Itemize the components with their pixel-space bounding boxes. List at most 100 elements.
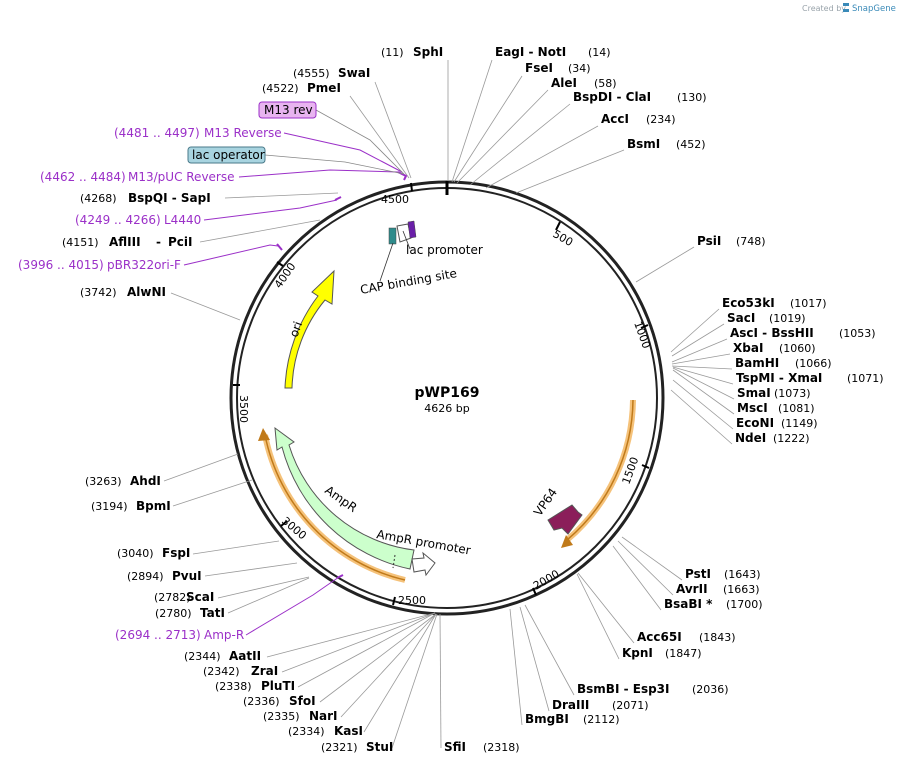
site-name[interactable]: EagI - NotI: [495, 45, 566, 59]
site-name[interactable]: MscI: [737, 401, 768, 415]
site-pos: (1073): [774, 387, 811, 400]
site-pos: (2335): [263, 710, 300, 723]
site-pos: (2344): [184, 650, 221, 663]
site-name[interactable]: DraIII: [552, 698, 589, 712]
site-name[interactable]: BsmI: [627, 137, 660, 151]
site-leader-line: [340, 613, 437, 718]
site-name[interactable]: SfiI: [444, 740, 466, 754]
ampr-feature[interactable]: [274, 426, 415, 570]
site-leader-line: [391, 613, 438, 749]
site-name[interactable]: AhdI: [130, 474, 161, 488]
site-name[interactable]: AlwNI: [127, 285, 166, 299]
site-name[interactable]: PluTI: [261, 679, 295, 693]
site-name-sphi[interactable]: SphI: [413, 45, 443, 59]
site-leader-line: [469, 103, 571, 186]
site-name[interactable]: SacI: [727, 311, 755, 325]
site-name[interactable]: AleI: [551, 76, 577, 90]
primer-name[interactable]: pBR322ori-F: [107, 258, 181, 272]
lac-operator-box[interactable]: lac operator: [187, 146, 266, 164]
site-name[interactable]: FseI: [525, 61, 553, 75]
site-name[interactable]: NarI: [309, 709, 338, 723]
site-pos: (2336): [243, 695, 280, 708]
site-name[interactable]: KpnI: [622, 646, 653, 660]
plasmid-length: 4626 bp: [424, 402, 469, 415]
site-name[interactable]: BspQI - SapI: [128, 191, 211, 205]
ori-feature[interactable]: [284, 269, 335, 389]
site-name-pcii[interactable]: PciI: [168, 235, 193, 249]
vp64-label: VP64: [531, 486, 560, 519]
site-name[interactable]: BsmBI - Esp3I: [577, 682, 669, 696]
site-pos: (1060): [779, 342, 816, 355]
site-leader-line: [485, 125, 599, 189]
primer-leader-line: [183, 244, 279, 266]
site-leader-line: [671, 338, 728, 363]
site-leader-line: [671, 323, 725, 357]
site-leader-line: [519, 606, 550, 712]
site-name[interactable]: ZraI: [251, 664, 278, 678]
site-name[interactable]: BamHI: [735, 356, 779, 370]
site-leader-line: [672, 366, 734, 385]
site-name[interactable]: PvuI: [172, 569, 202, 583]
site-name[interactable]: PstI: [685, 567, 711, 581]
site-name[interactable]: FspI: [162, 546, 190, 560]
m13-rev-box[interactable]: M13 rev: [258, 101, 317, 119]
site-name[interactable]: TatI: [200, 606, 225, 620]
cap-binding-site-feature[interactable]: [388, 227, 397, 245]
site-leader-line: [297, 612, 436, 688]
site-name[interactable]: KasI: [334, 724, 363, 738]
credit-brand: SnapGene: [852, 4, 896, 14]
site-name[interactable]: AscI - BssHII: [730, 326, 814, 340]
site-name[interactable]: StuI: [366, 740, 393, 754]
primer-name[interactable]: M13 Reverse: [204, 126, 282, 140]
site-pos: (1019): [769, 312, 806, 325]
site-pos: (2318): [483, 741, 520, 754]
ampr-promoter-feature[interactable]: [411, 551, 436, 577]
site-pos: (2036): [692, 683, 729, 696]
primer-leader-line: [283, 132, 403, 173]
site-pos: (1663): [723, 583, 760, 596]
site-name[interactable]: EcoNI: [736, 416, 774, 430]
lac-operator-box-label: lac operator: [192, 148, 265, 162]
site-name[interactable]: PmeI: [307, 81, 341, 95]
site-leader-line: [635, 246, 695, 283]
site-leader-line: [319, 613, 437, 703]
site-leader-line: [170, 292, 241, 321]
site-name[interactable]: BpmI: [136, 499, 171, 513]
primer-name[interactable]: M13/pUC Reverse: [128, 170, 235, 184]
cap-binding-site-label: CAP binding site: [359, 266, 458, 297]
lac-operator-feature[interactable]: [407, 220, 417, 239]
site-name[interactable]: PsiI: [697, 234, 721, 248]
site-leader-line: [172, 479, 253, 507]
site-name[interactable]: SfoI: [289, 694, 316, 708]
tick-label: 500: [551, 227, 576, 249]
site-pos: (4151): [62, 236, 99, 249]
primer-range: (2694 .. 2713): [115, 628, 201, 642]
site-leader-line: [451, 59, 493, 183]
site-name[interactable]: BmgBI: [525, 712, 569, 726]
site-name[interactable]: BsaBI *: [664, 597, 713, 611]
primer-name[interactable]: L4440: [164, 213, 201, 227]
site-leader-line: [456, 89, 549, 184]
site-name[interactable]: NdeI: [735, 431, 766, 445]
site-name[interactable]: TspMI - XmaI: [736, 371, 822, 385]
site-name[interactable]: XbaI: [733, 341, 763, 355]
site-name[interactable]: AvrII: [676, 582, 708, 596]
orf-line-ampr: [264, 434, 406, 581]
primer-leader-line: [203, 199, 338, 221]
site-name[interactable]: SmaI: [737, 386, 771, 400]
ori-label: ori: [287, 320, 305, 339]
site-pos: (2780): [155, 607, 192, 620]
site-name[interactable]: Eco53kI: [722, 296, 775, 310]
primer-name[interactable]: Amp-R: [204, 628, 244, 642]
site-name[interactable]: SwaI: [338, 66, 370, 80]
site-name[interactable]: AatII: [229, 649, 261, 663]
vp64-feature[interactable]: [547, 504, 583, 535]
site-name-afliii[interactable]: AflIII: [109, 235, 141, 249]
tick-mark: 500: [551, 221, 576, 249]
site-name[interactable]: Acc65I: [637, 630, 682, 644]
site-name[interactable]: BspDI - ClaI: [573, 90, 651, 104]
lac-operator-leader: [264, 154, 405, 175]
site-name[interactable]: AccI: [601, 112, 629, 126]
site-name[interactable]: ScaI: [186, 590, 214, 604]
